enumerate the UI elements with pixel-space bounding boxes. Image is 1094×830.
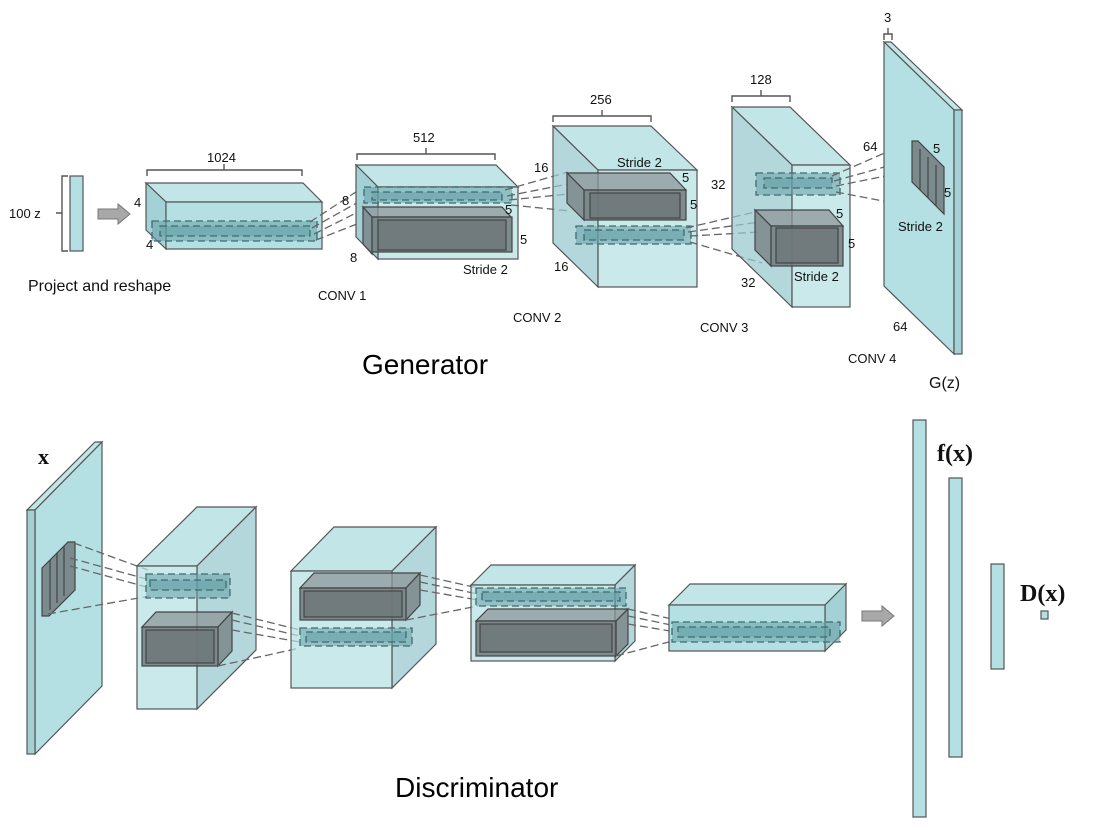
project-width-label: 1024 [207,150,236,165]
discriminator-section: x [25,419,1065,818]
conv3-kernel-h: 5 [836,206,843,221]
d-projection-lines-1 [47,542,151,615]
d-projection-lines-2 [217,612,301,667]
conv3-width-label: 128 [750,72,772,87]
discriminator-block-4 [667,582,848,653]
fc-bar-3 [990,563,1005,670]
discriminator-output-label: D(x) [1020,581,1065,607]
discriminator-block-1 [135,505,258,711]
feature-label: f(x) [937,441,973,467]
conv4-name: CONV 4 [848,351,896,366]
discriminator-block-3 [469,563,637,663]
conv2-block: 256 16 16 5 5 Stride 2 CONV 2 [513,92,699,325]
conv1-h-label: 8 [342,193,349,208]
conv3-kernel-w: 5 [848,236,855,251]
output-unit [1040,610,1049,620]
z-label: 100 z [9,206,41,221]
conv2-d-label: 16 [554,259,568,274]
generator-title: Generator [362,349,488,380]
conv4-h-label: 64 [863,139,877,154]
discriminator-block-2 [289,525,438,690]
conv1-block: 512 8 8 5 5 Stride 2 CONV 1 [318,130,527,303]
conv1-stride: Stride 2 [463,262,508,277]
conv1-d-label: 8 [350,250,357,265]
project-reshape-caption: Project and reshape [28,278,171,295]
conv2-h-label: 16 [534,160,548,175]
project-d-label: 4 [146,237,153,252]
conv2-kernel-h: 5 [682,170,689,185]
conv4-output-plane: 3 64 64 5 5 Stride 2 CONV 4 [848,10,964,366]
conv3-h-label: 32 [711,177,725,192]
d-projection-lines-3 [405,574,479,621]
conv3-d-label: 32 [741,275,755,290]
d-projection-lines-4 [615,608,677,657]
fc-bar-features [948,477,963,758]
conv1-name: CONV 1 [318,288,366,303]
generator-section: 100 z Project and reshape 1024 4 4 [9,10,964,392]
flatten-arrow-icon [861,604,895,628]
generator-output-label: G(z) [929,375,960,392]
conv1-width-label: 512 [413,130,435,145]
z-brace [56,175,68,252]
conv2-width-label: 256 [590,92,612,107]
conv1-kernel-h: 5 [505,202,512,217]
conv1-kernel-w: 5 [520,232,527,247]
z-input-vector: 100 z Project and reshape [9,175,171,295]
project-arrow-icon [97,202,131,226]
conv3-name: CONV 3 [700,320,748,335]
conv3-block: 128 32 32 5 5 Stride 2 CONV 3 [700,72,855,335]
z-vector-bar [69,175,84,252]
conv4-kernel-h: 5 [933,141,940,156]
conv3-stride: Stride 2 [794,269,839,284]
conv4-width-label: 3 [884,10,891,25]
conv2-name: CONV 2 [513,310,561,325]
projection-lines-1 [309,187,363,241]
discriminator-title: Discriminator [395,772,558,803]
fc-bar-1 [912,419,927,818]
project-block: 1024 4 4 [134,150,324,252]
conv2-stride: Stride 2 [617,155,662,170]
conv4-kernel-w: 5 [944,185,951,200]
conv2-kernel-w: 5 [690,197,697,212]
conv4-stride: Stride 2 [898,219,943,234]
discriminator-input-label: x [38,444,49,469]
conv4-d-label: 64 [893,319,907,334]
discriminator-input-plane: x [25,440,104,756]
project-h-label: 4 [134,195,141,210]
